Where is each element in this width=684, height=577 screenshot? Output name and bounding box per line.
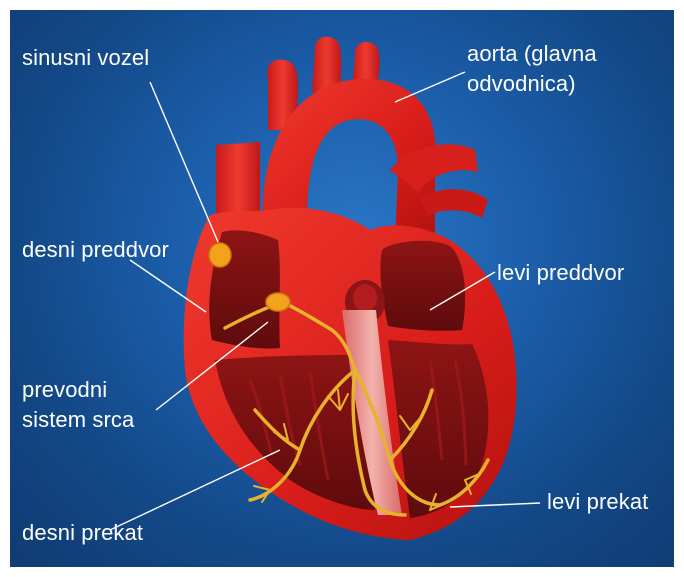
label-conduction-line2: sistem srca — [22, 406, 134, 434]
label-aorta-line2: odvodnica) — [467, 70, 576, 98]
label-left-atrium: levi preddvor — [497, 259, 624, 287]
leader-aorta — [395, 72, 465, 102]
pulmonary-artery-2 — [420, 189, 488, 218]
left-atrium-chamber — [380, 241, 465, 331]
label-aorta-line1: aorta (glavna — [467, 40, 597, 68]
sinus-node — [209, 243, 231, 267]
av-node — [266, 293, 290, 311]
label-conduction-line1: prevodni — [22, 376, 107, 404]
great-vessels — [216, 37, 488, 240]
label-right-atrium: desni preddvor — [22, 236, 169, 264]
label-right-ventricle: desni prekat — [22, 519, 143, 547]
label-sinus-node: sinusni vozel — [22, 44, 149, 72]
leader-right-ventricle — [110, 450, 280, 530]
diagram-panel: sinusni vozel aorta (glavna odvodnica) d… — [10, 10, 674, 567]
aortic-valve-inner — [353, 284, 377, 312]
label-left-ventricle: levi prekat — [547, 488, 648, 516]
leader-sinus-node — [150, 82, 218, 242]
